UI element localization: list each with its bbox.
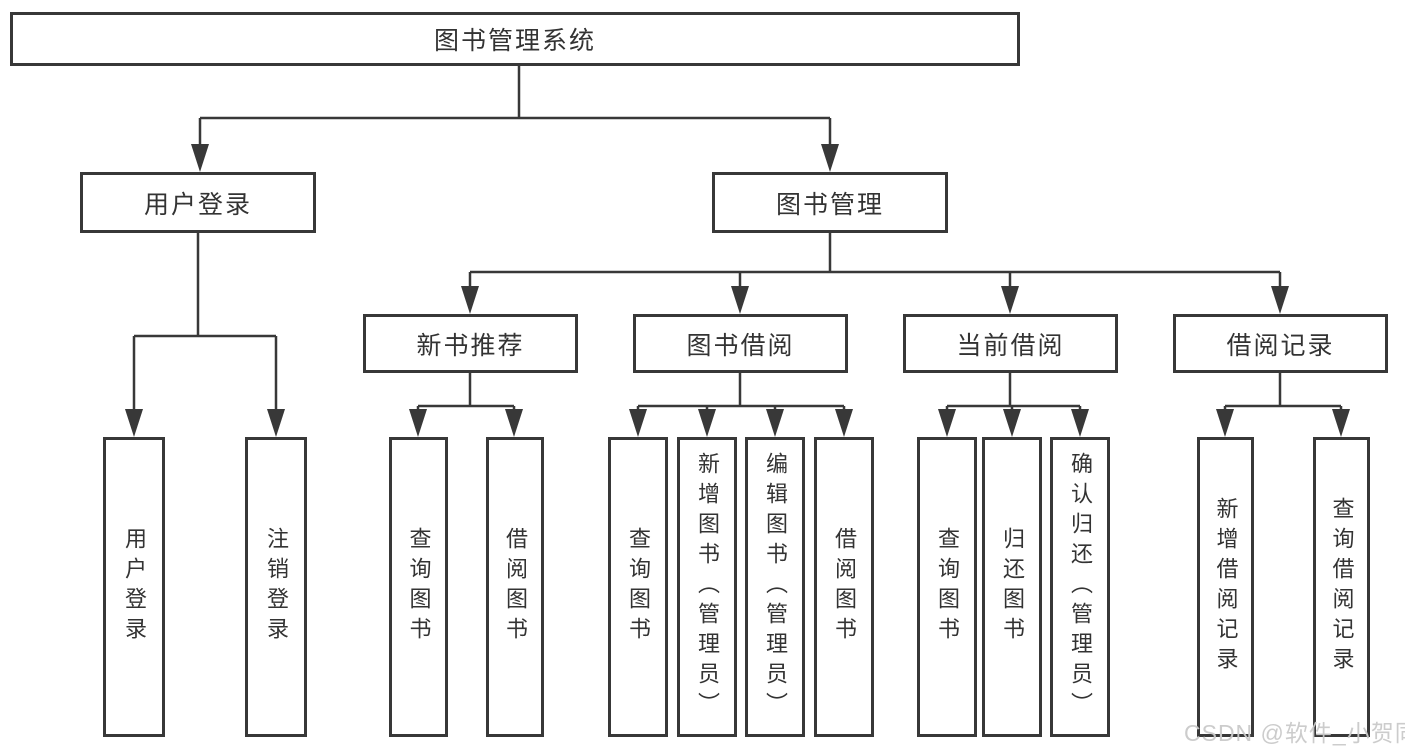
- arrow-down-icon: [698, 409, 716, 437]
- connector-user-login-children: [125, 233, 285, 437]
- node-label: 注销登录: [264, 527, 289, 647]
- node-label: 图书管理: [775, 190, 884, 219]
- node-current-borrow: 当前借阅: [903, 314, 1118, 373]
- leaf-borrow-books-1: 借阅图书: [486, 437, 544, 737]
- connector-book-mgmt-children: [461, 233, 1289, 314]
- node-label: 借阅图书: [832, 527, 857, 647]
- connector-current-borrow-children: [938, 373, 1089, 437]
- arrow-down-icon: [1001, 286, 1019, 314]
- arrow-down-icon: [191, 144, 209, 172]
- node-label: 新增图书（管理员）: [695, 452, 720, 722]
- node-label: 用户登录: [122, 527, 147, 647]
- arrow-down-icon: [267, 409, 285, 437]
- leaf-return-books: 归还图书: [982, 437, 1042, 737]
- node-label: 图书管理系统: [433, 27, 596, 55]
- node-label: 图书借阅: [686, 331, 795, 360]
- node-label: 新增借阅记录: [1213, 497, 1239, 677]
- arrow-down-icon: [409, 409, 427, 437]
- arrow-down-icon: [125, 409, 143, 437]
- node-label: 用户登录: [143, 190, 252, 219]
- arrow-down-icon: [1216, 409, 1234, 437]
- arrow-down-icon: [505, 409, 523, 437]
- leaf-query-books-3: 查询图书: [917, 437, 977, 737]
- arrow-down-icon: [1071, 409, 1089, 437]
- arrow-down-icon: [731, 286, 749, 314]
- node-root: 图书管理系统: [10, 12, 1020, 66]
- arrow-down-icon: [1332, 409, 1350, 437]
- arrow-down-icon: [766, 409, 784, 437]
- leaf-add-borrow-record: 新增借阅记录: [1197, 437, 1254, 737]
- node-label: 确认归还（管理员）: [1068, 452, 1093, 722]
- arrow-down-icon: [629, 409, 647, 437]
- leaf-confirm-return-admin: 确认归还（管理员）: [1050, 437, 1110, 737]
- node-label: 归还图书: [1000, 527, 1025, 647]
- arrow-down-icon: [938, 409, 956, 437]
- connector-root-to-branches: [191, 66, 839, 172]
- arrow-down-icon: [1271, 286, 1289, 314]
- leaf-borrow-books-2: 借阅图书: [814, 437, 874, 737]
- node-label: 借阅记录: [1226, 331, 1335, 360]
- arrow-down-icon: [835, 409, 853, 437]
- leaf-query-books-2: 查询图书: [608, 437, 668, 737]
- leaf-add-book-admin: 新增图书（管理员）: [677, 437, 737, 737]
- node-book-mgmt: 图书管理: [712, 172, 948, 233]
- leaf-query-borrow-record: 查询借阅记录: [1313, 437, 1370, 737]
- node-label: 借阅图书: [503, 527, 528, 647]
- connector-borrow-records-children: [1216, 373, 1350, 437]
- node-label: 当前借阅: [956, 331, 1065, 360]
- arrow-down-icon: [461, 286, 479, 314]
- leaf-user-login: 用户登录: [103, 437, 165, 737]
- leaf-query-books-1: 查询图书: [389, 437, 448, 737]
- node-label: 查询图书: [406, 527, 432, 647]
- node-book-borrow: 图书借阅: [633, 314, 848, 373]
- node-user-login: 用户登录: [80, 172, 316, 233]
- node-label: 查询图书: [626, 527, 651, 647]
- node-new-book-rec: 新书推荐: [363, 314, 578, 373]
- node-label: 编辑图书（管理员）: [763, 452, 788, 722]
- arrow-down-icon: [821, 144, 839, 172]
- connector-new-book-rec-children: [409, 373, 523, 437]
- leaf-logout: 注销登录: [245, 437, 307, 737]
- node-label: 查询图书: [935, 527, 960, 647]
- node-label: 查询借阅记录: [1329, 497, 1355, 677]
- csdn-watermark: CSDN @软件_小贺同学: [1184, 720, 1405, 746]
- connector-book-borrow-children: [629, 373, 853, 437]
- node-borrow-records: 借阅记录: [1173, 314, 1388, 373]
- leaf-edit-book-admin: 编辑图书（管理员）: [745, 437, 805, 737]
- arrow-down-icon: [1003, 409, 1021, 437]
- node-label: 新书推荐: [416, 331, 525, 360]
